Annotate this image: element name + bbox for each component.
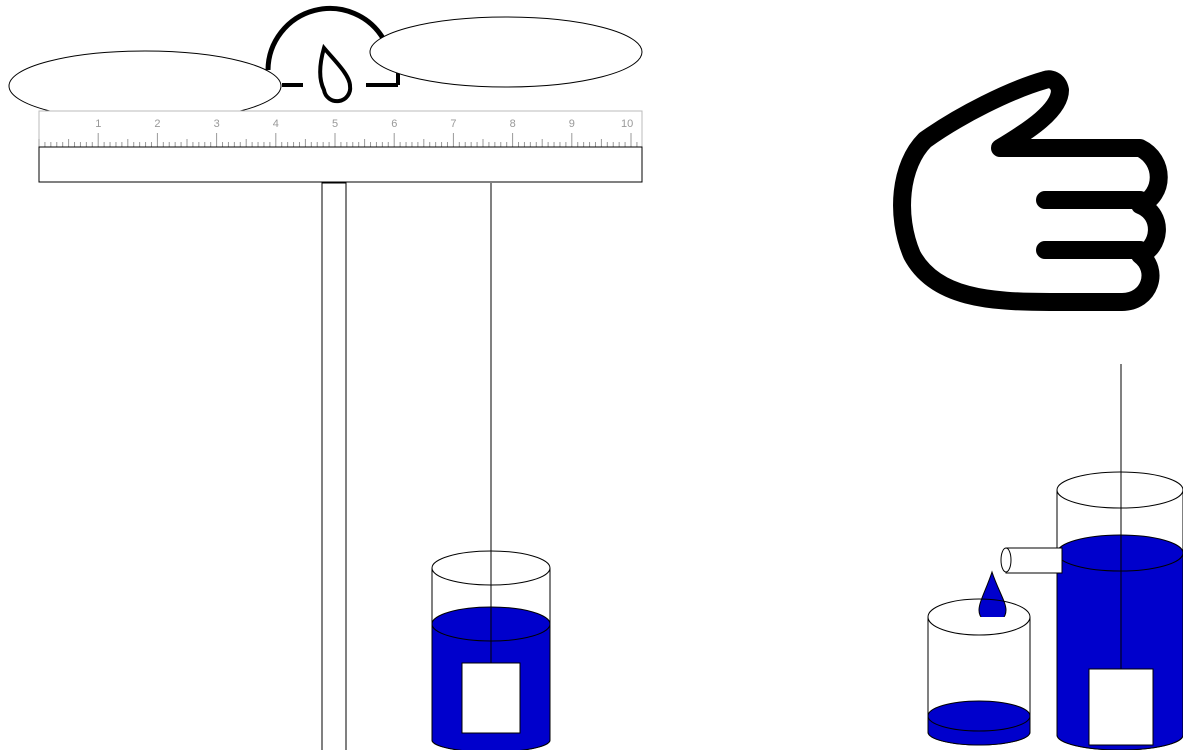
ruler: 1 2 3 4 5 6 7 8 9 10	[38, 110, 643, 183]
ruler-tick-label: 4	[273, 118, 279, 130]
ruler-tick-label: 7	[450, 118, 456, 130]
ruler-tick-label: 5	[332, 118, 338, 130]
overflow-water-surface	[1056, 534, 1183, 572]
overflow-can[interactable]	[1000, 471, 1183, 750]
ruler-tick-labels: 1 2 3 4 5 6 7 8 9 10	[95, 118, 633, 130]
balance-pillar	[321, 182, 347, 750]
balance-beam	[38, 146, 643, 183]
ruler-tick-label: 9	[569, 118, 575, 130]
ruler-tick-label: 8	[510, 118, 516, 130]
right-pan[interactable]	[369, 16, 643, 88]
ruler-tick-label: 6	[391, 118, 397, 130]
pointing-hand-icon[interactable]	[893, 70, 1168, 311]
balance-pivot	[265, 5, 400, 104]
beaker-left[interactable]	[431, 550, 551, 750]
water-drop-icon	[978, 570, 1007, 624]
catch-beaker[interactable]	[927, 598, 1031, 746]
ruler-scale	[38, 110, 643, 148]
submerged-block-right[interactable]	[1088, 668, 1154, 746]
ruler-ticks	[38, 133, 638, 147]
balance-scale-icon[interactable]: 1 2 3 4 5 6 7 8 9 10	[8, 5, 643, 750]
overflow-spout	[1005, 547, 1063, 574]
catch-beaker-rim	[927, 598, 1031, 636]
submerged-block[interactable]	[461, 662, 521, 734]
catch-water-surface	[927, 700, 1031, 732]
ruler-tick-label: 10	[621, 118, 633, 130]
overflow-can-rim	[1056, 471, 1183, 509]
ruler-tick-label: 1	[95, 118, 101, 130]
ruler-tick-label: 3	[214, 118, 220, 130]
pivot-drop-icon	[318, 43, 353, 104]
ruler-tick-label: 2	[154, 118, 160, 130]
